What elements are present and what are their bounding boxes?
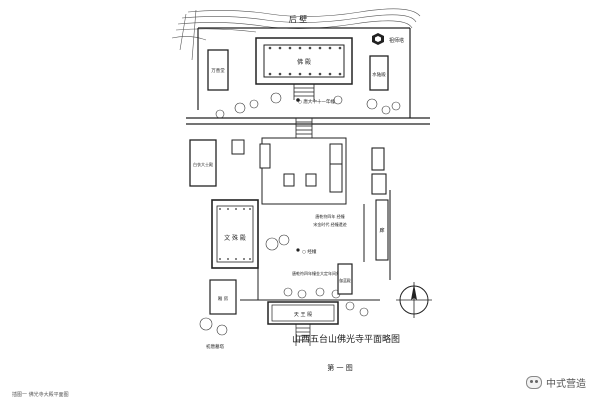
middle-courtyard	[261, 137, 347, 205]
east-corridor	[371, 147, 391, 280]
map-title: 山西五台山佛光寺平面略图	[292, 333, 400, 345]
pagoda-label: 祖师塔	[389, 37, 404, 44]
terrace-stair	[293, 84, 315, 100]
side-room: 厢 房	[209, 279, 237, 315]
dhrani-pillar-mark-2	[296, 248, 300, 252]
watermark-text: 中式营造	[546, 379, 586, 390]
west-mid-hall-label: 白衣大士殿	[193, 161, 213, 167]
upper-pillar-note: ○ 唐大中十一年幢	[298, 98, 335, 105]
main-hall-label: 佛 殿	[297, 58, 311, 66]
lower-left-note: 初唐墓塔	[206, 343, 224, 350]
dhrani-pillar-label: ○ 经幢	[302, 248, 317, 255]
tree-symbols-lower	[199, 234, 369, 336]
east-top-building: 水陆殿	[369, 55, 389, 91]
east-side-hall-label: 伽蓝殿	[339, 278, 351, 283]
wenshu-hall-label: 文 殊 殿	[224, 234, 246, 242]
courtyard-small-structures	[231, 139, 343, 193]
west-top-hall: 万善堂	[207, 49, 229, 91]
watermark: 中式营造	[526, 375, 586, 390]
west-mid-hall: 白衣大士殿	[189, 139, 217, 187]
gate-hall-label: 天 王 殿	[294, 312, 312, 318]
central-stair	[295, 118, 313, 138]
lower-court-note: 唐乾符四年幢金大定年间刻	[292, 270, 340, 276]
outer-wall	[186, 27, 430, 125]
tree-symbols-upper	[215, 92, 401, 119]
east-corridor-label: 廊	[379, 227, 384, 234]
pagoda: 祖师塔	[372, 33, 404, 45]
courtyard-note-1: 唐乾符四年 经幢	[315, 213, 344, 219]
east-top-building-label: 水陆殿	[372, 71, 386, 78]
wechat-icon	[526, 376, 542, 389]
dhrani-pillar-mark	[296, 98, 300, 102]
entrance-stair	[295, 324, 311, 346]
east-side-hall: 伽蓝殿	[337, 263, 353, 295]
wenshu-hall: 文 殊 殿	[211, 199, 259, 269]
courtyard-note-2: 宋金时代 经幢遗迹	[313, 221, 346, 227]
figure-caption: 插图一 佛光寺大殿平面图	[12, 392, 69, 398]
north-arrow-icon	[396, 282, 432, 318]
north-wall-label: 后 壁	[289, 14, 308, 24]
west-top-hall-label: 万善堂	[211, 67, 225, 74]
main-hall: 佛 殿	[255, 37, 353, 85]
figure-number: 第 一 图	[327, 363, 352, 372]
gate-hall: 天 王 殿	[267, 301, 339, 325]
side-room-label: 厢 房	[218, 295, 229, 302]
